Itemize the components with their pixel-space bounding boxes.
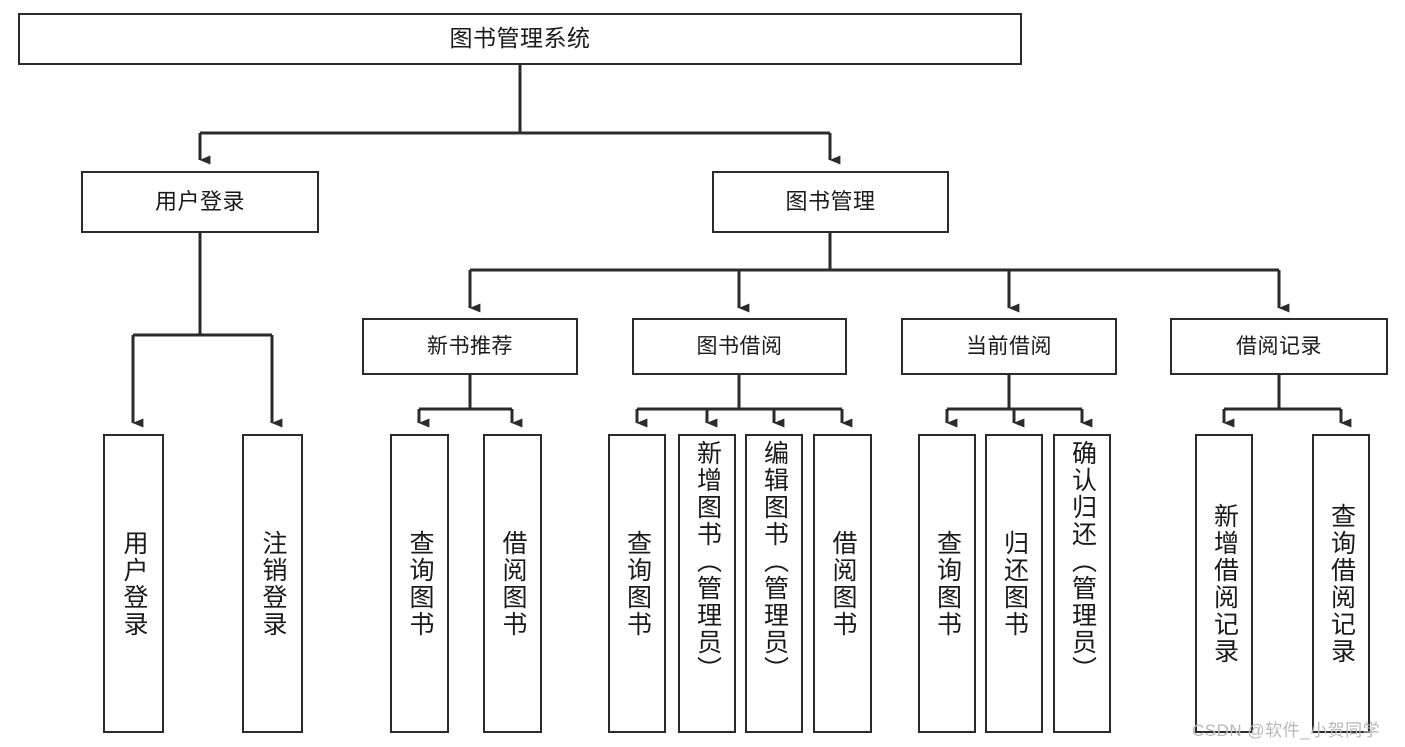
node-leaf-return-book-label: 归还图书 — [1000, 529, 1029, 638]
node-book-borrow-label: 图书借阅 — [696, 334, 783, 358]
node-leaf-query-book-3-label: 查询图书 — [933, 529, 962, 638]
edge-currentborrow-to-leaves — [945, 375, 1093, 428]
node-leaf-add-record[interactable]: 新增借阅记录 — [1195, 434, 1253, 733]
node-book-borrow[interactable]: 图书借阅 — [632, 318, 847, 375]
node-leaf-add-book-label: 新增图书（管理员） — [693, 440, 722, 683]
node-borrow-record[interactable]: 借阅记录 — [1170, 318, 1388, 375]
edge-userlogin-to-leaves — [131, 233, 283, 428]
node-current-borrow[interactable]: 当前借阅 — [901, 318, 1117, 375]
node-leaf-add-book[interactable]: 新增图书（管理员） — [678, 434, 736, 733]
edge-bookborrow-to-leaves — [635, 375, 853, 428]
node-new-book-rec[interactable]: 新书推荐 — [362, 318, 578, 375]
node-leaf-edit-book-label: 编辑图书（管理员） — [760, 440, 789, 683]
node-leaf-logout-label: 注销登录 — [259, 529, 287, 638]
node-leaf-query-record-label: 查询借阅记录 — [1327, 502, 1356, 665]
node-book-manage-label: 图书管理 — [785, 188, 876, 214]
edge-bookmanage-to-level3 — [468, 233, 1290, 313]
node-leaf-return-book[interactable]: 归还图书 — [985, 434, 1043, 733]
node-leaf-query-book-3[interactable]: 查询图书 — [918, 434, 976, 733]
node-leaf-borrow-book-2[interactable]: 借阅图书 — [813, 434, 872, 733]
node-leaf-query-book-2-label: 查询图书 — [623, 529, 652, 638]
node-borrow-record-label: 借阅记录 — [1236, 334, 1322, 358]
node-leaf-borrow-book-2-label: 借阅图书 — [829, 529, 857, 638]
node-leaf-user-login[interactable]: 用户登录 — [103, 434, 164, 733]
node-leaf-query-book-1-label: 查询图书 — [406, 529, 434, 638]
node-current-borrow-label: 当前借阅 — [966, 334, 1052, 358]
node-leaf-edit-book[interactable]: 编辑图书（管理员） — [745, 434, 803, 733]
edge-root-to-level2 — [198, 65, 841, 165]
node-new-book-rec-label: 新书推荐 — [427, 334, 513, 358]
edge-newbook-to-leaves — [417, 375, 523, 428]
node-leaf-borrow-book-1[interactable]: 借阅图书 — [483, 434, 542, 733]
node-leaf-confirm-return-label: 确认归还（管理员） — [1068, 440, 1097, 683]
node-user-login-label: 用户登录 — [154, 188, 245, 214]
node-root-system-label: 图书管理系统 — [449, 25, 591, 52]
node-leaf-logout[interactable]: 注销登录 — [242, 434, 303, 733]
node-leaf-query-book-2[interactable]: 查询图书 — [608, 434, 666, 733]
edge-borrowrecord-to-leaves — [1222, 375, 1352, 428]
node-user-login[interactable]: 用户登录 — [81, 171, 319, 233]
node-book-manage[interactable]: 图书管理 — [712, 171, 949, 233]
node-leaf-query-book-1[interactable]: 查询图书 — [390, 434, 449, 733]
node-leaf-confirm-return[interactable]: 确认归还（管理员） — [1053, 434, 1111, 733]
csdn-watermark: CSDN @软件_小贺同学 — [1192, 721, 1381, 740]
node-leaf-query-record[interactable]: 查询借阅记录 — [1312, 434, 1370, 733]
node-leaf-add-record-label: 新增借阅记录 — [1210, 502, 1239, 665]
node-root-system[interactable]: 图书管理系统 — [18, 13, 1022, 65]
node-leaf-borrow-book-1-label: 借阅图书 — [499, 529, 527, 638]
node-leaf-user-login-label: 用户登录 — [120, 529, 148, 638]
